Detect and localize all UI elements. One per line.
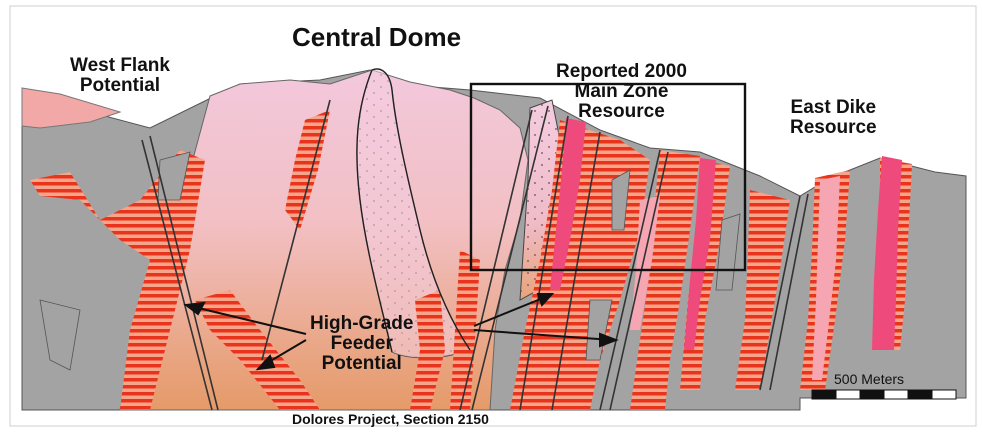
main-zone-line-2: Main Zone (556, 82, 687, 102)
high-grade-label: High-Grade Feeder Potential (310, 314, 413, 374)
scale-bar-label: 500 Meters (834, 372, 904, 387)
east-dike-line-2: Resource (790, 118, 877, 138)
high-grade-line-1: High-Grade (310, 314, 413, 334)
diagram-title: Central Dome (292, 24, 461, 51)
scale-bar (812, 390, 956, 399)
east-dike-line-1: East Dike (790, 98, 877, 118)
west-flank-label: West Flank Potential (70, 56, 170, 96)
figure-caption: Dolores Project, Section 2150 (292, 412, 489, 427)
east-dike-label: East Dike Resource (790, 98, 877, 138)
main-zone-label: Reported 2000 Main Zone Resource (556, 62, 687, 122)
high-grade-line-3: Potential (310, 354, 413, 374)
main-zone-line-3: Resource (556, 102, 687, 122)
west-flank-line-2: Potential (70, 76, 170, 96)
west-flank-line-1: West Flank (70, 56, 170, 76)
high-grade-line-2: Feeder (310, 334, 413, 354)
main-zone-line-1: Reported 2000 (556, 62, 687, 82)
